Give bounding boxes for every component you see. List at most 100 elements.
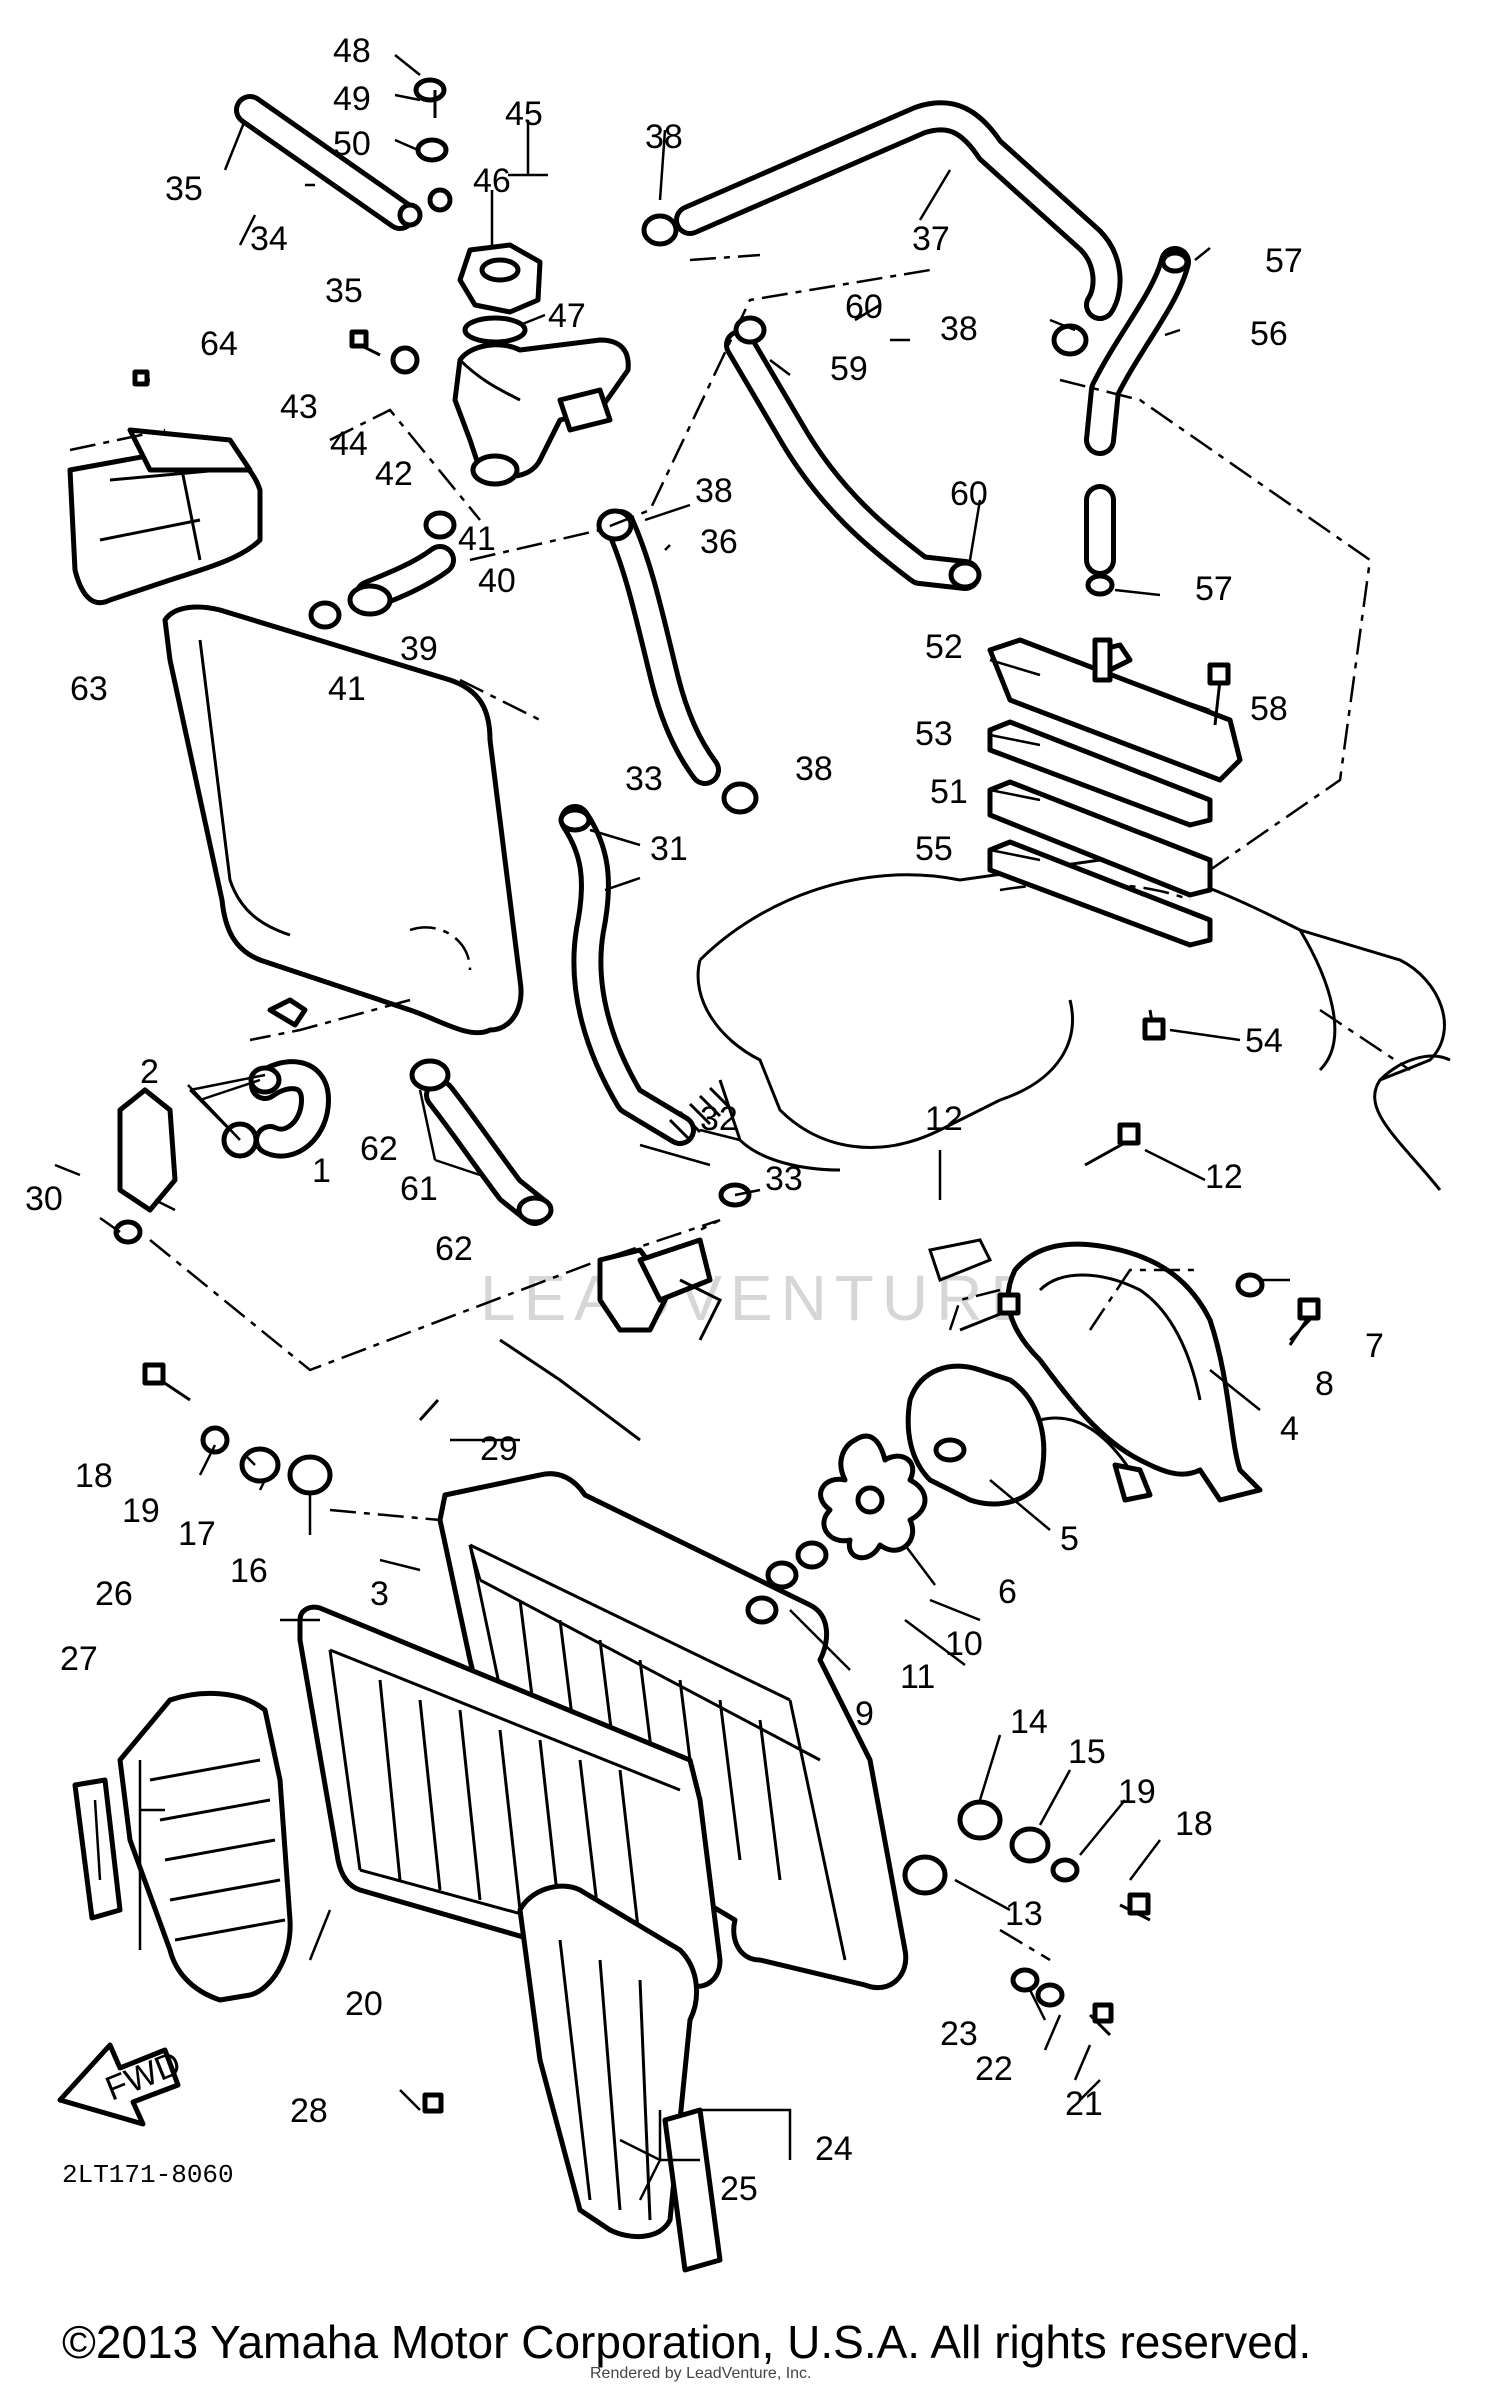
callout-28: 28	[290, 2092, 328, 2130]
callout-40: 40	[478, 562, 516, 600]
radiator-3	[437, 1471, 909, 1990]
callout-41b: 41	[328, 670, 366, 708]
callout-38b: 38	[940, 310, 978, 348]
callout-53: 53	[915, 715, 953, 753]
callout-13: 13	[1005, 1895, 1043, 1933]
callout-62b: 62	[435, 1230, 473, 1268]
clamp-2	[267, 997, 308, 1028]
callout-23: 23	[940, 2015, 978, 2053]
callout-49: 49	[333, 80, 371, 118]
callout-60b: 60	[950, 475, 988, 513]
callout-43: 43	[280, 388, 318, 426]
callout-11: 11	[900, 1658, 935, 1696]
coolant-reservoir	[162, 604, 524, 1036]
hose-61	[424, 1079, 551, 1226]
callout-35b: 35	[325, 272, 363, 310]
emblem-25	[662, 2107, 723, 2273]
callout-29: 29	[480, 1430, 518, 1468]
spring-32	[668, 1086, 732, 1142]
callout-18b: 18	[1175, 1805, 1213, 1843]
callout-12b: 12	[1205, 1158, 1243, 1196]
callout-1: 1	[312, 1152, 331, 1190]
callout-21: 21	[1065, 2085, 1103, 2123]
callout-56: 56	[1250, 315, 1288, 353]
assembly-lines	[69, 253, 1372, 1962]
radiator-side-panel-26	[117, 1691, 293, 2003]
callout-44: 44	[330, 425, 368, 463]
callout-7: 7	[1365, 1327, 1384, 1365]
fan-motor-5	[905, 1363, 1153, 1507]
engine-outline	[696, 858, 1451, 1191]
callout-30: 30	[25, 1180, 63, 1218]
callout-52: 52	[925, 628, 963, 666]
callout-45: 45	[505, 95, 543, 133]
thermostat-cap-46	[457, 242, 543, 315]
callout-2: 2	[140, 1053, 159, 1091]
callout-14: 14	[1010, 1703, 1048, 1741]
callout-38c: 38	[695, 472, 733, 510]
callout-6: 6	[998, 1573, 1017, 1611]
cover-51	[987, 779, 1213, 898]
fan-blade-6	[818, 1433, 928, 1561]
callout-60a: 60	[845, 288, 883, 326]
fan-shroud-4	[928, 1238, 1263, 1503]
gasket-47	[462, 315, 528, 345]
callout-27: 27	[60, 1640, 98, 1678]
thermostat-housing-42	[452, 337, 631, 487]
callout-37: 37	[912, 220, 950, 258]
callout-48: 48	[333, 32, 371, 70]
gasket-55	[987, 839, 1213, 948]
callout-34: 34	[250, 220, 288, 258]
bolts	[132, 90, 1321, 2114]
callout-47: 47	[548, 297, 586, 335]
hose-1	[249, 1059, 331, 1159]
watermark-text: LEADVENTURE	[480, 1262, 1041, 1334]
callout-35a: 35	[165, 170, 203, 208]
callout-12a: 12	[925, 1100, 963, 1138]
callout-10: 10	[945, 1625, 983, 1663]
callout-24: 24	[815, 2130, 853, 2168]
callout-41a: 41	[458, 520, 496, 558]
hose-31	[559, 804, 696, 1146]
callout-54: 54	[1245, 1022, 1283, 1060]
callout-22: 22	[975, 2050, 1013, 2088]
callout-18a: 18	[75, 1457, 113, 1495]
callout-8: 8	[1315, 1365, 1334, 1403]
side-cover-63	[67, 427, 263, 606]
small-parts	[113, 77, 1265, 2008]
callout-26: 26	[95, 1575, 133, 1613]
callout-55: 55	[915, 830, 953, 868]
hose-56	[1084, 246, 1191, 576]
callout-36: 36	[700, 523, 738, 561]
callout-16: 16	[230, 1552, 268, 1590]
callout-33a: 33	[625, 760, 663, 798]
callout-33b: 33	[765, 1160, 803, 1198]
callouts: 1 2 3 4 5 6 7 8 9 10 11 12 12 13 14 15 1…	[25, 32, 1384, 2208]
drawing-code: 2LT171-8060	[62, 2160, 234, 2190]
callout-57a: 57	[1265, 242, 1303, 280]
water-jacket-52	[987, 637, 1243, 783]
render-credit: Rendered by LeadVenture, Inc.	[590, 2365, 812, 2382]
copyright-notice: ©2013 Yamaha Motor Corporation, U.S.A. A…	[62, 2316, 1311, 2368]
callout-17: 17	[178, 1515, 216, 1553]
callout-19b: 19	[1118, 1773, 1156, 1811]
callout-46: 46	[473, 162, 511, 200]
callout-64: 64	[200, 325, 238, 363]
callout-59: 59	[830, 350, 868, 388]
callout-57b: 57	[1195, 570, 1233, 608]
callout-5: 5	[1060, 1520, 1079, 1558]
callout-4: 4	[1280, 1410, 1299, 1448]
hose-37	[674, 100, 1123, 321]
callout-9: 9	[855, 1695, 874, 1733]
lower-grill-24	[517, 1883, 700, 2240]
hose-36	[604, 509, 721, 786]
callout-39: 39	[400, 630, 438, 668]
hose-59	[724, 329, 981, 591]
callout-3: 3	[370, 1575, 389, 1613]
callout-31: 31	[650, 830, 688, 868]
callout-19a: 19	[122, 1492, 160, 1530]
callout-50: 50	[333, 125, 371, 163]
callout-25: 25	[720, 2170, 758, 2208]
fwd-arrow-icon: FWD	[57, 2042, 186, 2127]
